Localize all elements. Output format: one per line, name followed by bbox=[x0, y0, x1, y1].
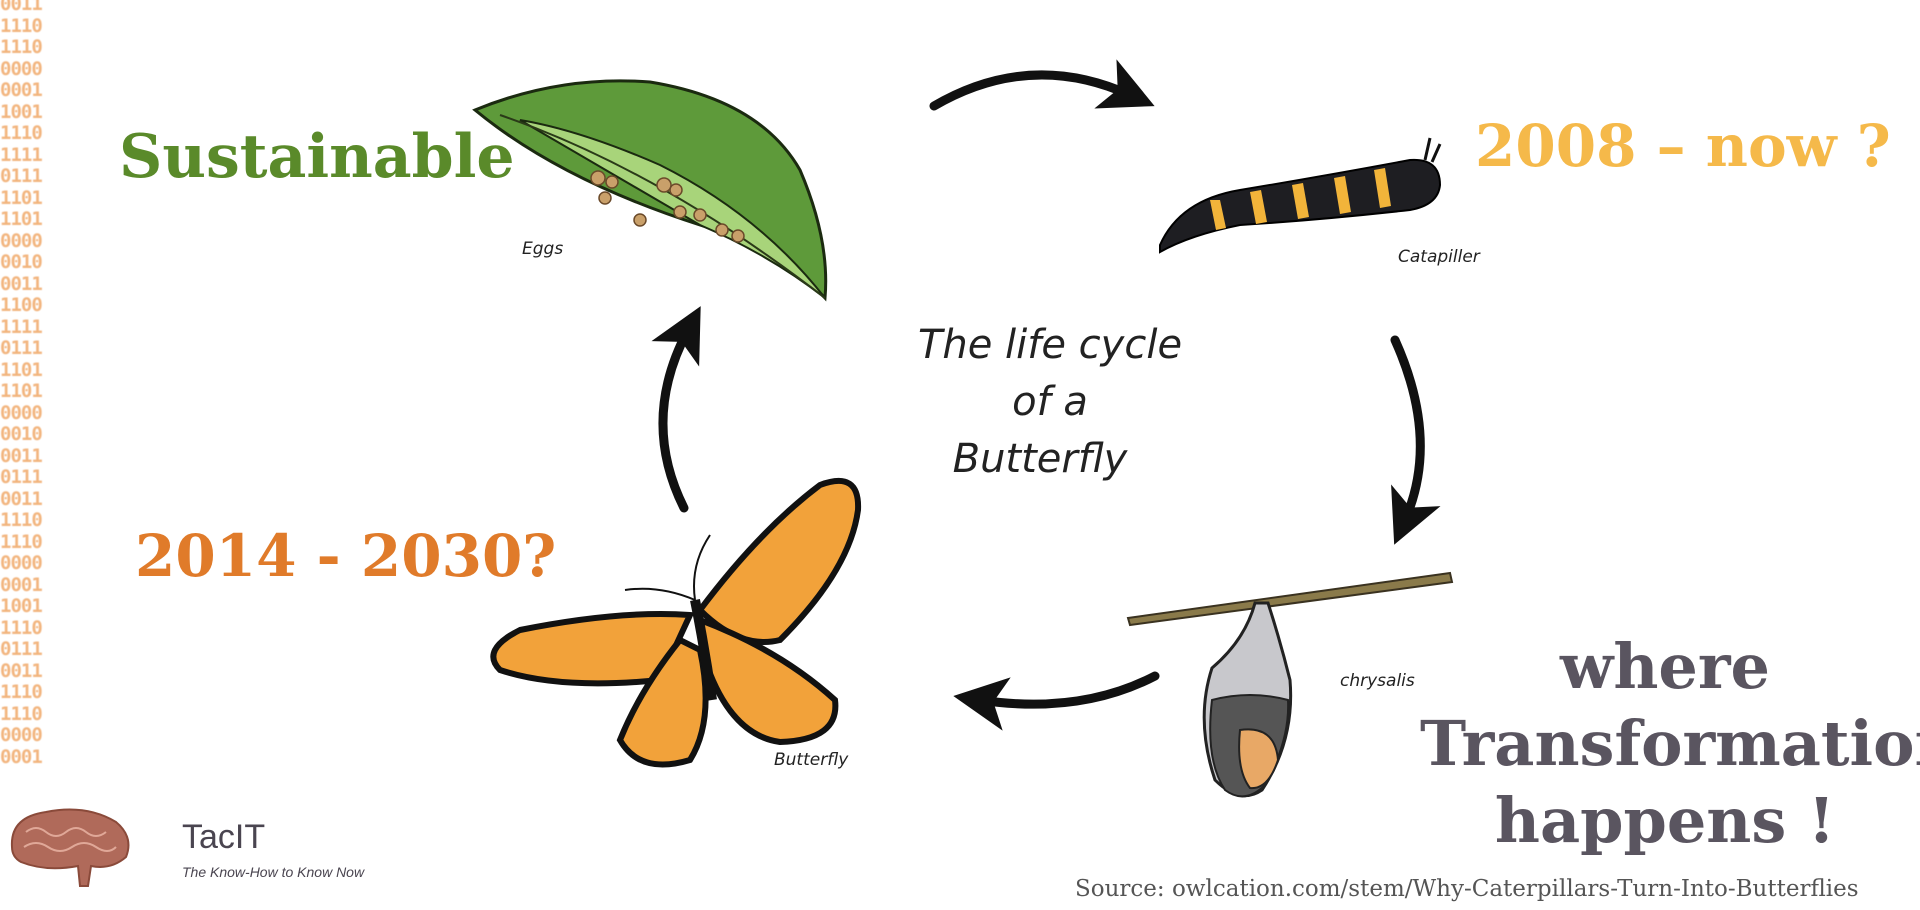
sustainable-label: Sustainable bbox=[119, 122, 515, 192]
binary-row: 0011 bbox=[0, 487, 43, 510]
binary-row: 1001 bbox=[0, 100, 43, 123]
binary-row: 1101 bbox=[0, 380, 43, 402]
binary-row: 1101 bbox=[0, 208, 43, 230]
arrow-eggs-to-caterpillar bbox=[929, 59, 1155, 111]
stage-label-chrysalis: chrysalis bbox=[1340, 671, 1415, 691]
binary-row: 0011 bbox=[0, 0, 43, 15]
binary-row: 0000 bbox=[0, 401, 43, 424]
binary-row: 0010 bbox=[0, 251, 43, 273]
arrow-chrysalis-to-butterfly bbox=[953, 671, 1160, 731]
binary-row: 1110 bbox=[0, 530, 43, 553]
binary-row: 0011 bbox=[0, 659, 43, 682]
arrow-butterfly-to-eggs bbox=[651, 306, 701, 513]
binary-row: 1110 bbox=[0, 616, 43, 639]
binary-row: 1111 bbox=[0, 143, 43, 166]
binary-row: 0111 bbox=[0, 638, 43, 660]
binary-row: 1110 bbox=[0, 509, 43, 531]
diagram-title-line-3: Butterfly bbox=[953, 436, 1129, 482]
diagram-title-line-1: The life cycle bbox=[918, 322, 1182, 368]
binary-row: 0011 bbox=[0, 272, 43, 295]
transformation-line-2: Transformation bbox=[1420, 707, 1920, 780]
binary-row: 1111 bbox=[0, 315, 43, 338]
logo-tagline: The Know-How to Know Now bbox=[182, 864, 365, 880]
source-citation: Source: owlcation.com/stem/Why-Caterpill… bbox=[1075, 876, 1859, 902]
binary-row: 1101 bbox=[0, 358, 43, 381]
brain-logo-icon bbox=[10, 808, 130, 887]
stage-label-eggs: Eggs bbox=[522, 239, 563, 259]
chrysalis-illustration bbox=[1126, 571, 1454, 798]
binary-row: 1110 bbox=[0, 36, 43, 58]
caterpillar-illustration bbox=[1159, 137, 1442, 254]
binary-row: 1101 bbox=[0, 186, 43, 209]
caterpillar-period-label: 2008 – now ? bbox=[1475, 112, 1891, 180]
binary-row: 0001 bbox=[0, 573, 43, 596]
binary-row: 0000 bbox=[0, 552, 43, 574]
eggs-leaf-illustration bbox=[472, 79, 828, 302]
transformation-line-1: where bbox=[1559, 630, 1770, 703]
binary-row: 0010 bbox=[0, 423, 43, 445]
binary-row: 0001 bbox=[0, 79, 43, 101]
binary-row: 1110 bbox=[0, 14, 43, 37]
stage-label-caterpillar: Catapiller bbox=[1398, 247, 1481, 267]
logo-name: TacIT bbox=[182, 818, 266, 856]
binary-row: 0111 bbox=[0, 466, 43, 488]
butterfly-illustration bbox=[490, 478, 862, 768]
binary-row: 1110 bbox=[0, 122, 43, 144]
diagram-title: The life cycle of a Butterfly bbox=[918, 322, 1182, 482]
binary-row: 0111 bbox=[0, 165, 43, 187]
binary-row: 0000 bbox=[0, 57, 43, 80]
binary-row: 0000 bbox=[0, 724, 43, 746]
transformation-line-3: happens ! bbox=[1494, 784, 1836, 857]
binary-row: 0011 bbox=[0, 444, 43, 467]
diagram-title-line-2: of a bbox=[1012, 379, 1088, 425]
stage-label-butterfly: Butterfly bbox=[774, 750, 849, 770]
binary-row: 1001 bbox=[0, 595, 43, 617]
binary-row: 1110 bbox=[0, 702, 43, 725]
arrow-caterpillar-to-chrysalis bbox=[1390, 335, 1441, 545]
binary-row: 1110 bbox=[0, 681, 43, 703]
butterfly-period-label: 2014 - 2030? bbox=[135, 522, 557, 590]
binary-row: 0000 bbox=[0, 229, 43, 252]
binary-row: 0001 bbox=[0, 745, 43, 768]
transformation-caption: where Transformation happens ! bbox=[1420, 628, 1920, 859]
binary-row: 1100 bbox=[0, 294, 43, 316]
binary-row: 0111 bbox=[0, 337, 43, 359]
